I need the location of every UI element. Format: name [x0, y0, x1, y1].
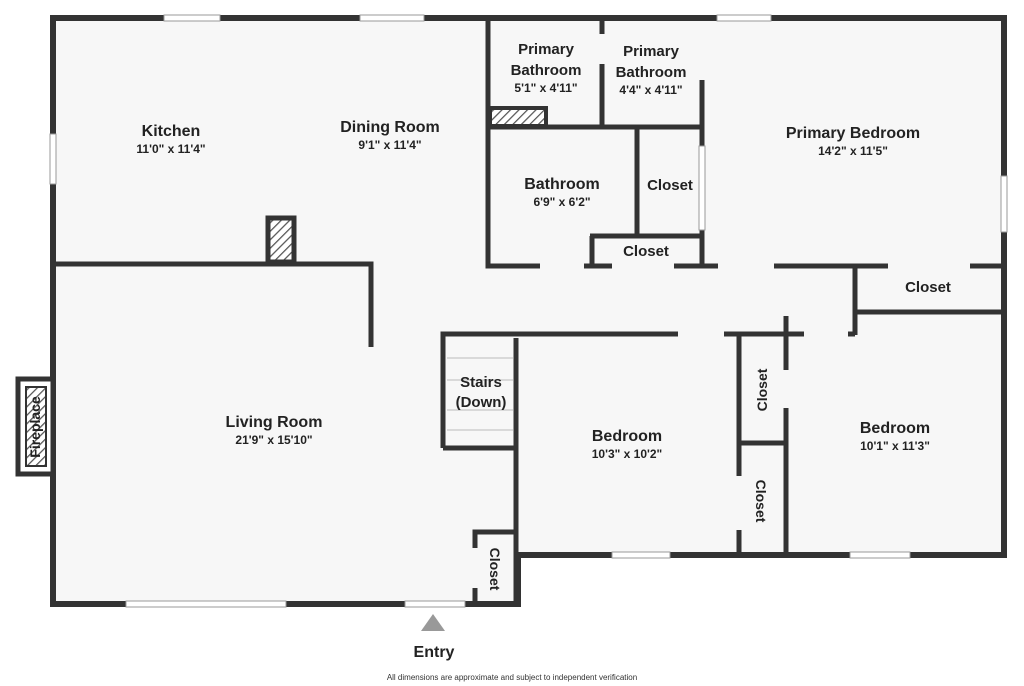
window — [849, 551, 911, 559]
door-gap — [783, 370, 789, 408]
window — [1000, 175, 1008, 233]
door-gap — [736, 476, 742, 530]
bedroom-right-dims: 10'1" x 11'3" — [860, 439, 930, 453]
disclaimer-text: All dimensions are approximate and subje… — [386, 673, 638, 682]
bathroom-label: Bathroom — [524, 176, 600, 193]
fireplace-hearth — [25, 386, 47, 467]
window — [716, 14, 772, 22]
window — [611, 551, 671, 559]
closet-entry-label: Closet — [487, 548, 503, 591]
door-gap — [888, 263, 970, 269]
door-gap — [718, 263, 774, 269]
primary-bedroom-label: Primary Bedroom — [786, 125, 920, 142]
door-gap — [678, 331, 724, 337]
primary-bedroom-dims: 14'2" x 11'5" — [818, 144, 888, 158]
door-gap — [804, 331, 848, 337]
stairs-label-line2: (Down) — [456, 394, 507, 411]
kitchen-label: Kitchen — [142, 123, 201, 140]
door-gap — [599, 34, 605, 64]
vanity-hatch — [488, 106, 548, 128]
closet-mid-lower-label: Closet — [753, 480, 769, 523]
window — [125, 600, 287, 608]
kitchen-dims: 11'0" x 11'4" — [136, 142, 205, 156]
dining-room-label: Dining Room — [340, 119, 440, 136]
window — [698, 145, 706, 231]
bedroom-center-label: Bedroom — [592, 428, 662, 445]
entry-door-gap — [404, 600, 466, 608]
closet-mid-upper-label: Closet — [754, 368, 770, 411]
entry-arrow-icon — [421, 614, 445, 631]
fireplace-label: Fireplace — [27, 396, 43, 458]
primary-bathroom-1-label-line2: Bathroom — [511, 62, 582, 79]
door-gap — [540, 263, 584, 269]
bathroom-dims: 6'9" x 6'2" — [533, 195, 590, 209]
entry-label: Entry — [414, 644, 455, 661]
interior-wall — [55, 261, 374, 347]
door-gap — [612, 263, 674, 269]
primary-bathroom-2-label-line2: Bathroom — [616, 64, 687, 81]
primary-bathroom-2-dims: 4'4" x 4'11" — [619, 83, 682, 97]
floor-area — [53, 18, 1004, 604]
window — [163, 14, 221, 22]
bedroom-center-dims: 10'3" x 10'2" — [592, 447, 662, 461]
stairs-label: Stairs — [460, 374, 502, 391]
window — [49, 133, 57, 185]
living-room-dims: 21'9" x 15'10" — [235, 433, 312, 447]
primary-bathroom-1-label: Primary — [518, 41, 575, 58]
closet-bath-right-label: Closet — [647, 177, 693, 194]
closet-hall-right-label: Closet — [905, 279, 951, 296]
bedroom-right-label: Bedroom — [860, 420, 930, 437]
dining-room-dims: 9'1" x 11'4" — [358, 138, 421, 152]
door-gap — [472, 548, 478, 588]
living-room-label: Living Room — [226, 414, 323, 431]
window — [359, 14, 425, 22]
primary-bathroom-2-label: Primary — [623, 43, 680, 60]
closet-bath-bottom-label: Closet — [623, 243, 669, 260]
chimney — [265, 215, 297, 265]
primary-bathroom-1-dims: 5'1" x 4'11" — [514, 81, 577, 95]
